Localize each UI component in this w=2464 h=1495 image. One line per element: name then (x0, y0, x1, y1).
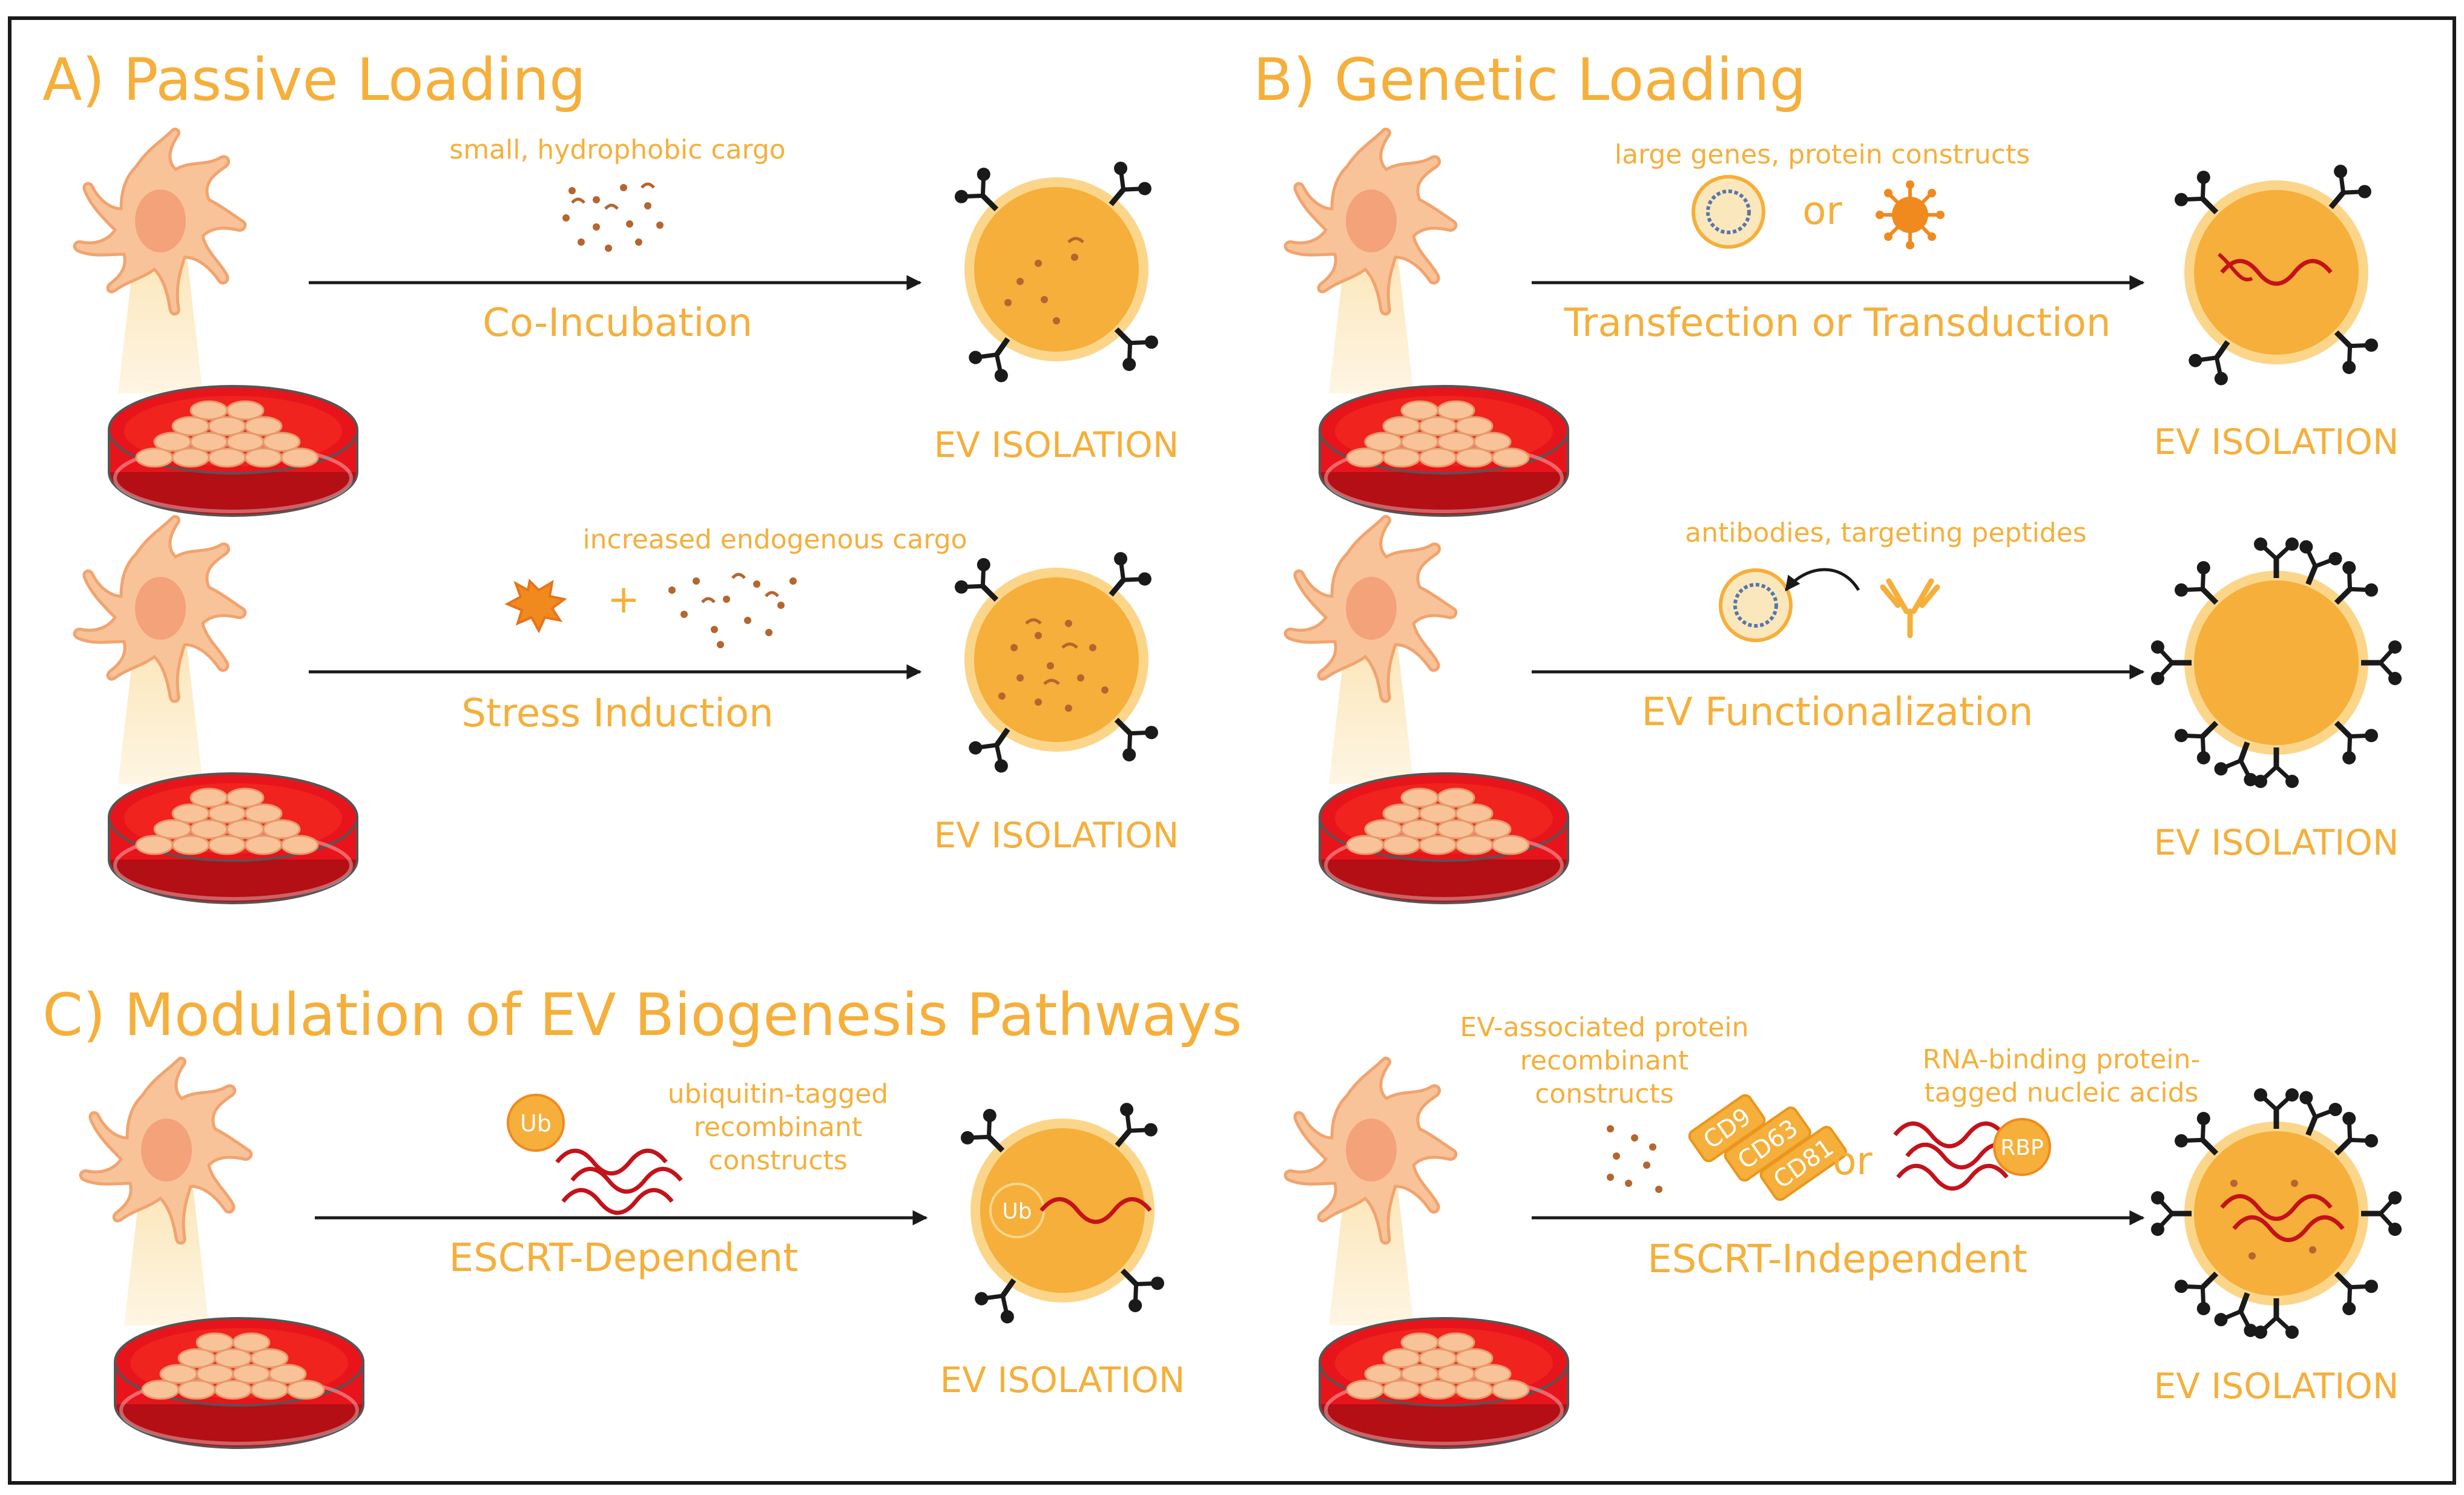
panel-transfection: large genes, protein constructs or Trans… (1285, 129, 2399, 516)
petri-dish-icon (1320, 774, 1568, 903)
result-label: EV ISOLATION (2154, 421, 2399, 462)
curved-arrow (1785, 568, 1860, 591)
panel-stress-induction: increased endogenous cargo + Stress Indu… (74, 516, 1179, 903)
cargo-dots-icon (1607, 1125, 1662, 1193)
panel-escrt-dependent: Ub ubiquitin-tagged recombinant construc… (81, 1058, 1185, 1448)
ub-label: Ub (520, 1110, 552, 1137)
cargo-label: small, hydrophobic cargo (449, 134, 785, 165)
result-label: EV ISOLATION (934, 424, 1179, 465)
section-b-title: B) Genetic Loading (1253, 46, 1807, 114)
cargo-left-line2: recombinant (1520, 1045, 1688, 1076)
method-label: EV Functionalization (1642, 690, 2034, 735)
virus-icon (1876, 180, 1945, 249)
stress-burst-icon (504, 578, 567, 634)
result-label: EV ISOLATION (2154, 822, 2399, 863)
ub-label: Ub (1002, 1199, 1032, 1224)
extracellular-vesicle-icon: Ub (958, 1100, 1167, 1326)
result-label: EV ISOLATION (940, 1359, 1185, 1401)
petri-dish-icon (115, 1318, 363, 1448)
petri-dish-icon (109, 386, 357, 516)
extracellular-vesicle-icon (952, 159, 1161, 385)
result-label: EV ISOLATION (2154, 1365, 2399, 1407)
panel-functionalization: antibodies, targeting peptides EV Functi… (1285, 516, 2402, 903)
result-label: EV ISOLATION (934, 815, 1179, 856)
method-label: ESCRT-Independent (1647, 1237, 2028, 1282)
extracellular-vesicle-icon (2151, 537, 2402, 788)
rbp-label: RBP (2000, 1135, 2043, 1160)
plasmid-icon (1692, 175, 1765, 249)
rna-strand-icon (557, 1151, 681, 1213)
plus-sign: + (607, 577, 640, 622)
cargo-label-line1: ubiquitin-tagged (668, 1079, 888, 1109)
method-label: Co-Incubation (483, 301, 753, 346)
section-c-title: C) Modulation of EV Biogenesis Pathways (42, 981, 1242, 1049)
tetraspanin-icon: CD9 CD63 CD81 (1688, 1094, 1847, 1201)
extracellular-vesicle-icon (2172, 162, 2380, 388)
extracellular-vesicle-icon (2151, 1088, 2402, 1339)
cargo-label: increased endogenous cargo (582, 524, 967, 555)
or-label: or (1833, 1139, 1873, 1184)
method-label: ESCRT-Dependent (449, 1236, 799, 1281)
figure-border (8, 16, 2456, 1485)
panel-co-incubation: small, hydrophobic cargo Co-Incubation E… (74, 129, 1179, 516)
or-label: or (1802, 189, 1842, 234)
rbp-icon: RBP (1993, 1118, 2051, 1176)
ubiquitin-icon: Ub (507, 1094, 565, 1152)
cargo-label-line3: constructs (708, 1145, 848, 1176)
cargo-left-line3: constructs (1535, 1079, 1674, 1109)
panel-escrt-independent: EV-associated protein recombinant constr… (1285, 1012, 2402, 1448)
cargo-right-line2: tagged nucleic acids (1925, 1077, 2199, 1108)
method-label: Transfection or Transduction (1563, 301, 2110, 346)
endogenous-cargo-icon (668, 573, 797, 648)
cargo-label: antibodies, targeting peptides (1685, 518, 2086, 548)
hydrophobic-cargo-icon (562, 182, 664, 252)
section-a-title: A) Passive Loading (42, 46, 586, 114)
cargo-left-line1: EV-associated protein (1460, 1012, 1749, 1043)
plasmid-icon (1719, 568, 1793, 642)
extracellular-vesicle-icon (952, 550, 1161, 775)
cargo-right-line1: RNA-binding protein- (1923, 1044, 2201, 1075)
cargo-label-line2: recombinant (694, 1112, 862, 1143)
petri-dish-icon (1320, 1318, 1568, 1448)
petri-dish-icon (109, 774, 357, 903)
antibody-icon (1880, 578, 1940, 639)
petri-dish-icon (1320, 386, 1568, 516)
method-label: Stress Induction (461, 691, 773, 736)
cargo-label: large genes, protein constructs (1615, 139, 2030, 170)
